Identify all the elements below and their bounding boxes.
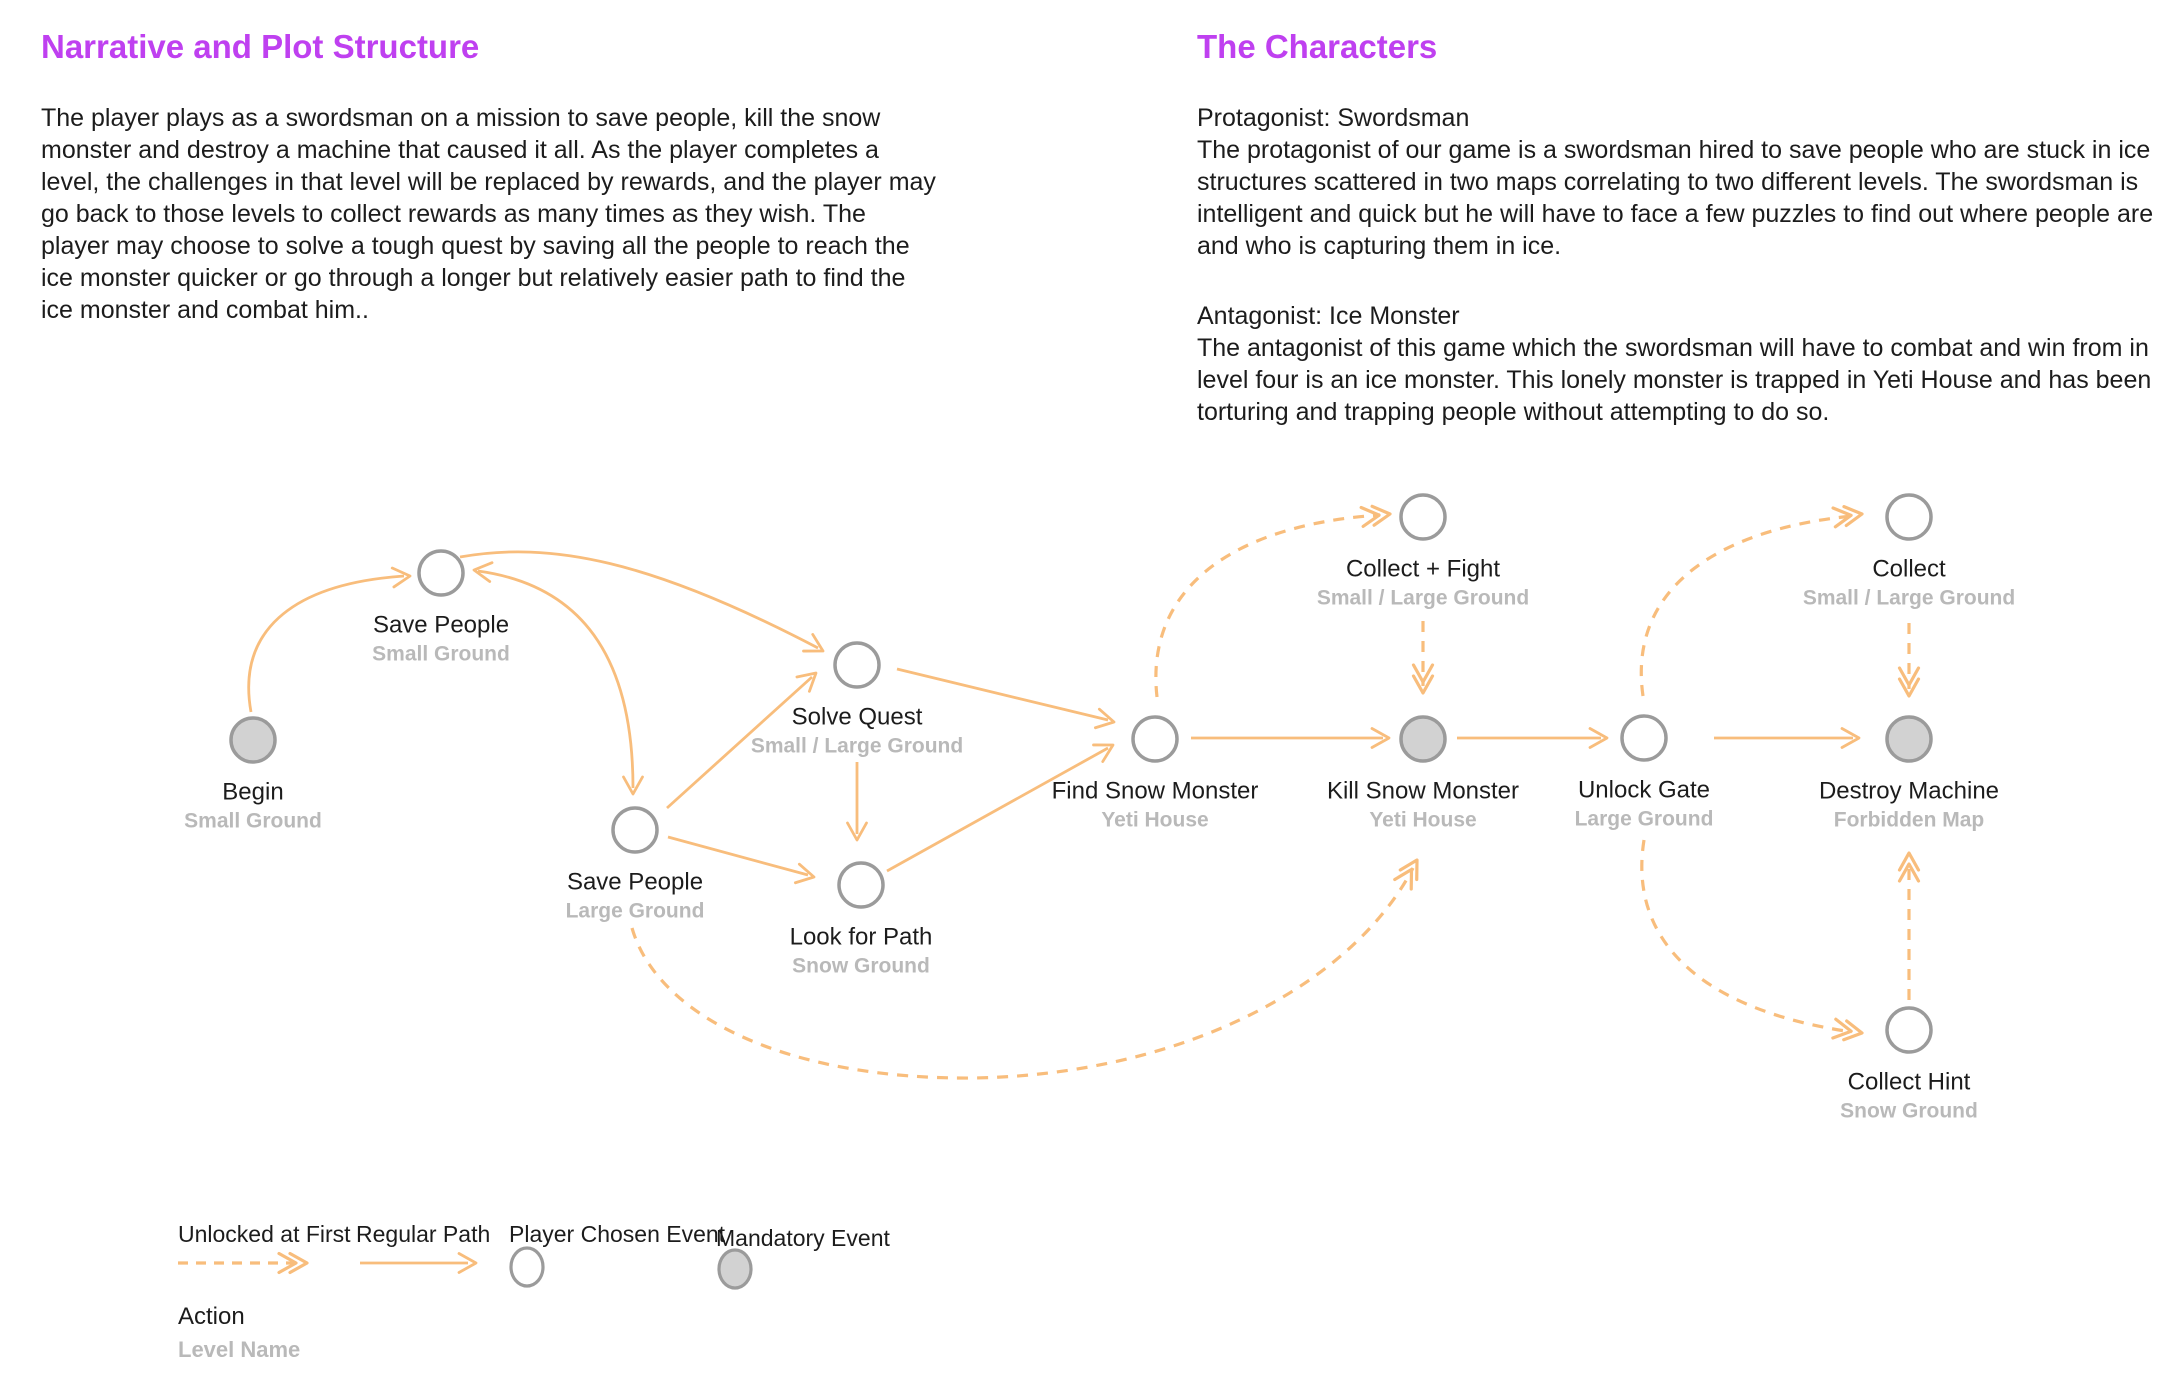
narrative-section: Narrative and Plot Structure The player … <box>41 28 961 324</box>
arrowhead-icon <box>1897 851 1921 883</box>
node-label-find-snow-monster: Find Snow Monster <box>1052 778 1259 805</box>
arrowhead-icon <box>472 561 494 583</box>
node-label-save-people-small: Save People <box>373 612 509 639</box>
arrowhead-icon <box>1393 858 1419 891</box>
legend-action-label: Action <box>178 1303 245 1330</box>
arrowhead-icon <box>793 862 816 885</box>
node-begin <box>229 716 277 764</box>
node-destroy-machine <box>1885 715 1933 763</box>
node-look-for-path <box>837 861 885 909</box>
edge-find-to-collect-fight <box>1154 513 1381 698</box>
edge-save-large-to-kill <box>630 867 1415 1080</box>
arrowhead-icon <box>795 671 818 693</box>
characters-heading: The Characters <box>1197 28 1438 65</box>
edge-solve-quest-to-find <box>896 667 1109 722</box>
node-label-solve-quest: Solve Quest <box>792 704 923 731</box>
legend-label-unlocked-at-first: Unlocked at First <box>178 1221 351 1247</box>
node-sublabel-begin: Small Ground <box>184 810 322 833</box>
legend-label-mandatory-event: Mandatory Event <box>716 1225 890 1251</box>
node-sublabel-solve-quest: Small / Large Ground <box>751 735 963 758</box>
legend-level-name-label: Level Name <box>178 1337 301 1362</box>
arrowhead-icon <box>1359 504 1392 528</box>
node-kill-snow-monster <box>1399 715 1447 763</box>
antagonist-paragraph: Antagonist: Ice Monster The antagonist o… <box>1197 302 2152 426</box>
node-label-collect-fight: Collect + Fight <box>1346 556 1500 583</box>
node-sublabel-collect-hint: Snow Ground <box>1840 1100 1978 1123</box>
node-label-look-for-path: Look for Path <box>790 924 933 951</box>
arrowhead-icon <box>1370 727 1391 749</box>
node-sublabel-collect: Small / Large Ground <box>1803 587 2015 610</box>
arrowhead-icon <box>1093 707 1116 730</box>
arrowhead-icon <box>277 1251 309 1275</box>
arrowhead-icon <box>457 1252 478 1274</box>
edge-save-large-to-solve-quest <box>666 675 813 810</box>
node-label-begin: Begin <box>222 779 283 806</box>
arrowhead-icon <box>1831 1017 1864 1042</box>
node-label-kill-snow-monster: Kill Snow Monster <box>1327 778 1519 805</box>
node-label-unlock-gate: Unlock Gate <box>1578 777 1710 804</box>
legend-label-regular-path: Regular Path <box>356 1221 491 1247</box>
node-label-destroy-machine: Destroy Machine <box>1819 778 1999 805</box>
edge-save-small-save-large <box>477 569 635 789</box>
arrowhead-icon <box>846 821 868 842</box>
edge-save-small-to-solve-quest <box>459 550 819 650</box>
legend-player-circle-icon <box>509 1246 545 1288</box>
narrative-heading: Narrative and Plot Structure <box>41 28 480 65</box>
node-sublabel-find-snow-monster: Yeti House <box>1101 809 1208 832</box>
node-save-people-small <box>417 549 465 597</box>
node-collect <box>1885 493 1933 541</box>
node-collect-hint <box>1885 1006 1933 1054</box>
arrowhead-icon <box>1588 727 1609 749</box>
characters-section: The Characters Protagonist: Swordsman Th… <box>1197 28 2157 426</box>
node-sublabel-kill-snow-monster: Yeti House <box>1369 809 1476 832</box>
arrowhead-icon <box>622 775 644 796</box>
node-sublabel-destroy-machine: Forbidden Map <box>1834 809 1985 832</box>
node-solve-quest <box>833 641 881 689</box>
node-sublabel-save-people-large: Large Ground <box>566 900 705 923</box>
arrowhead-icon <box>390 566 412 589</box>
node-unlock-gate <box>1620 714 1668 762</box>
node-collect-fight <box>1399 493 1447 541</box>
edge-look-path-to-find <box>886 746 1109 873</box>
arrowhead-icon <box>1411 663 1435 695</box>
edge-unlock-to-collect <box>1639 514 1853 697</box>
legend-mandatory-circle-icon <box>717 1248 753 1290</box>
edge-begin-to-save-small <box>247 574 405 713</box>
narrative-paragraph: The player plays as a swordsman on a mis… <box>41 104 936 324</box>
node-find-snow-monster <box>1131 715 1179 763</box>
node-label-collect-hint: Collect Hint <box>1848 1069 1971 1096</box>
arrowhead-icon <box>802 633 825 653</box>
arrowhead-icon <box>1840 727 1861 749</box>
node-sublabel-save-people-small: Small Ground <box>372 643 510 666</box>
edge-save-large-to-look-path <box>667 835 809 877</box>
arrowhead-icon <box>1897 666 1921 698</box>
arrowhead-icon <box>1092 743 1115 763</box>
node-sublabel-unlock-gate: Large Ground <box>1575 808 1714 831</box>
edge-unlock-to-collect-hint <box>1640 839 1853 1034</box>
node-label-save-people-large: Save People <box>567 869 703 896</box>
node-sublabel-collect-fight: Small / Large Ground <box>1317 587 1529 610</box>
node-save-people-large <box>611 806 659 854</box>
arrowhead-icon <box>1831 505 1864 529</box>
node-sublabel-look-for-path: Snow Ground <box>792 955 930 978</box>
node-label-collect: Collect <box>1872 556 1946 583</box>
legend-label-player-chosen-event: Player Chosen Event <box>509 1221 726 1247</box>
protagonist-paragraph: Protagonist: Swordsman The protagonist o… <box>1197 104 2154 260</box>
